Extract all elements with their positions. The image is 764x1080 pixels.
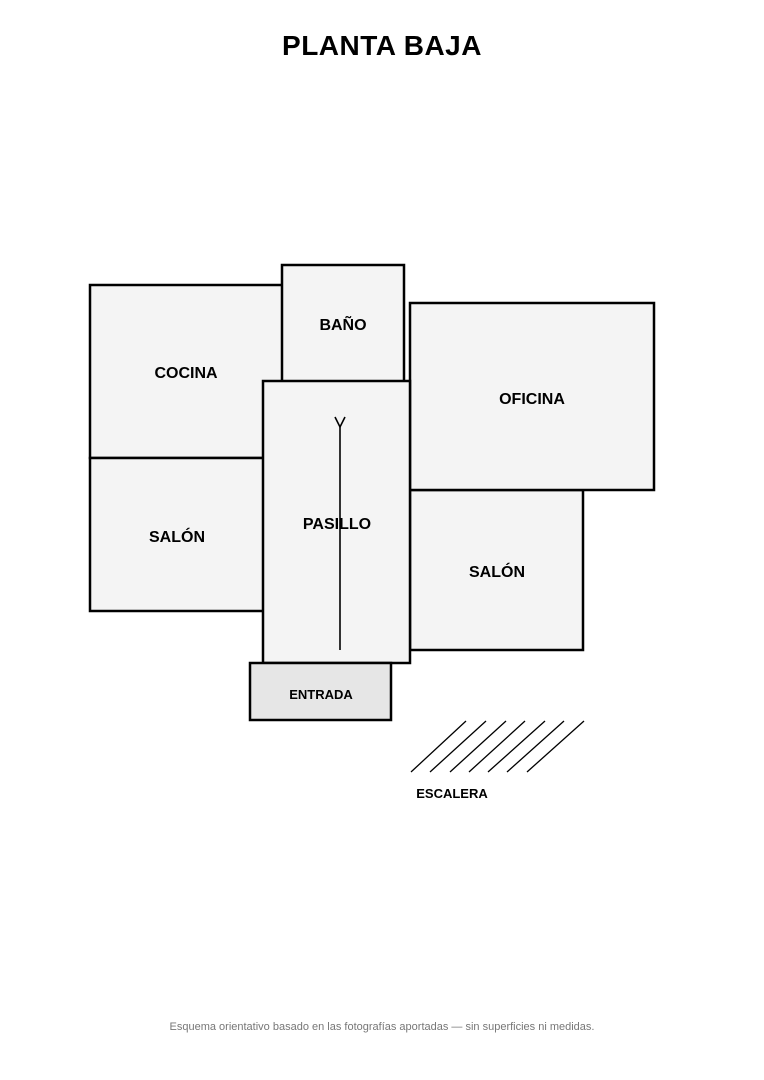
label-entrada: ENTRADA [289,687,353,702]
label-oficina: OFICINA [499,391,565,408]
stair-step [526,720,585,773]
stair-step [487,720,546,773]
label-escalera: ESCALERA [416,786,488,801]
label-pasillo: PASILLO [303,516,371,533]
stair-step [410,720,467,773]
stair-step [468,720,526,773]
label-cocina: COCINA [154,365,218,382]
room-entrada [248,661,393,722]
stair-step [506,720,565,773]
label-salon-left: SALÓN [149,527,205,546]
room-cocina [88,283,287,460]
footer-note: Esquema orientativo basado en las fotogr… [169,1021,595,1033]
room-bano [280,263,406,387]
stairs-hatch [410,720,585,773]
label-bano: BAÑO [319,314,366,334]
label-salon-right: SALÓN [469,562,525,581]
hallway-arrow-head-icon [334,416,346,429]
stair-step [449,720,507,773]
room-oficina [408,301,656,492]
room-salon-right [408,488,585,652]
room-salon-left [88,456,267,613]
stair-step [429,720,487,773]
page-title: PLANTA BAJA [282,30,482,61]
